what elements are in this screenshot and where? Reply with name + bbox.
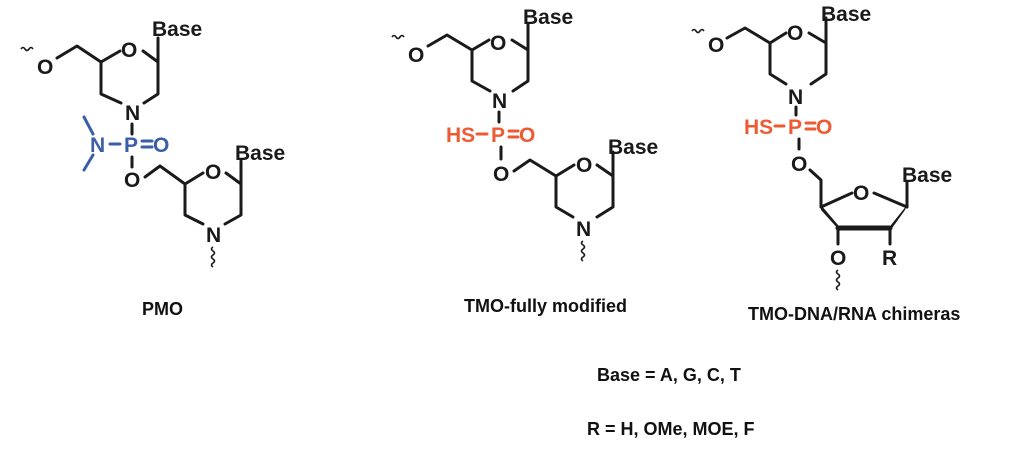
structure-label-tmo-fully-modified: TMO-fully modified — [464, 296, 627, 316]
atom-linker-n: N — [90, 134, 105, 157]
atom-o3: O — [830, 247, 846, 270]
pmo-structure: O O N Base P N O O O N Base PMO — [20, 18, 285, 319]
atom-o-link: O — [408, 44, 424, 67]
atom-r: R — [882, 247, 897, 270]
atom-p-o: O — [493, 163, 509, 186]
atom-hs: HS — [744, 116, 773, 139]
atom-furanose-o: O — [853, 182, 869, 205]
atom-p: P — [491, 124, 505, 147]
tmo-fully-modified-structure: O O N Base HS P O O O N Base TMO-fully m… — [391, 6, 658, 316]
atom-p-eq-o: O — [153, 134, 169, 157]
atom-ring1-o: O — [490, 32, 506, 55]
tmo-chimera-structure: O O N Base HS P O O O Base O R TMO-DN — [691, 3, 960, 324]
definition-base: Base = A, G, C, T — [597, 365, 741, 385]
atom-o-link: O — [37, 56, 53, 79]
atom-ring1-n: N — [788, 86, 803, 109]
atom-ring1-o: O — [787, 22, 803, 45]
atom-ring2-o: O — [205, 161, 221, 184]
atom-ring2-n: N — [206, 224, 221, 247]
structure-label-pmo: PMO — [142, 299, 183, 319]
atom-base1: Base — [152, 18, 202, 41]
atom-p: P — [788, 116, 802, 139]
atom-ring1-o: O — [121, 39, 137, 62]
atom-ring2-o: O — [576, 154, 592, 177]
atom-p: P — [124, 134, 138, 157]
wavy-bond-icon — [691, 28, 705, 34]
atom-p-eq-o: O — [816, 116, 832, 139]
wavy-bond-icon — [20, 46, 34, 52]
atom-hs: HS — [446, 124, 475, 147]
atom-base2: Base — [235, 142, 285, 165]
definition-r: R = H, OMe, MOE, F — [587, 419, 755, 439]
wavy-bond-icon — [835, 269, 841, 291]
atom-base2: Base — [902, 164, 952, 187]
wavy-bond-icon — [580, 240, 586, 262]
atom-base2: Base — [608, 136, 658, 159]
atom-base1: Base — [523, 6, 573, 29]
atom-p-eq-o: O — [519, 124, 535, 147]
atom-base1: Base — [821, 3, 871, 26]
atom-ring1-n: N — [125, 102, 140, 125]
atom-ring1-n: N — [492, 90, 507, 113]
atom-p-o: O — [791, 153, 807, 176]
wavy-bond-icon — [210, 246, 216, 268]
wavy-bond-icon — [391, 34, 405, 40]
atom-ring2-n: N — [576, 218, 591, 241]
atom-o-link: O — [708, 34, 724, 57]
atom-p-o: O — [124, 169, 140, 192]
structure-label-tmo-dna-rna-chimeras: TMO-DNA/RNA chimeras — [748, 304, 960, 324]
